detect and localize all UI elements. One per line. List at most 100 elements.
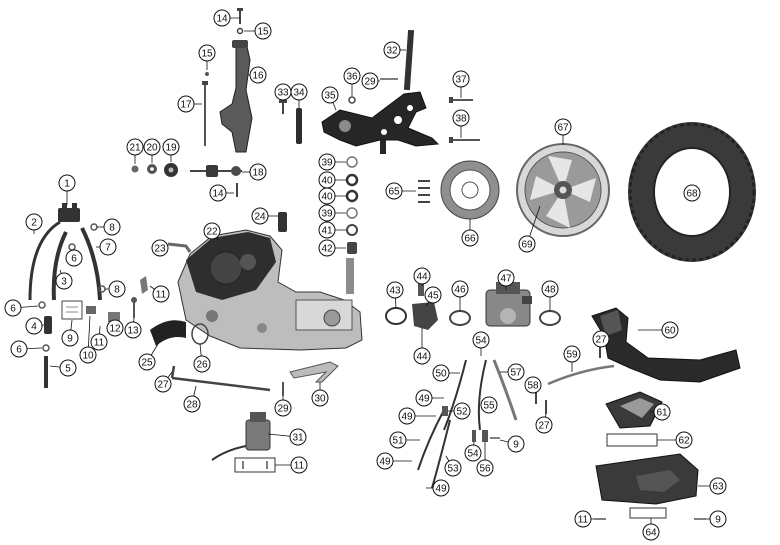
callout-44: 44	[413, 267, 431, 286]
callout-number: 40	[321, 192, 333, 203]
callout-11: 11	[275, 456, 308, 474]
bush-19-hole	[168, 167, 174, 173]
callout-53: 53	[444, 455, 462, 477]
callout-number: 11	[156, 290, 167, 301]
callout-number: 23	[154, 244, 166, 255]
callout-circle	[476, 459, 494, 477]
callout-circle	[592, 330, 610, 348]
callout-23: 23	[151, 239, 169, 257]
gasket-43	[385, 307, 407, 325]
callout-number: 46	[454, 285, 466, 296]
bolt-33	[279, 100, 287, 114]
callout-circle	[152, 285, 170, 303]
callout-circle	[413, 267, 431, 285]
callout-circle	[249, 66, 267, 84]
rear-fork-bracket	[321, 91, 440, 147]
callout-circle	[563, 345, 581, 363]
cable-28	[171, 376, 271, 392]
callout-49: 49	[426, 479, 450, 497]
valve-4	[44, 316, 52, 334]
fitting-56	[482, 430, 488, 442]
callout-35: 35	[321, 86, 339, 111]
callout-47: 47	[497, 269, 515, 290]
callout-number: 8	[109, 223, 115, 234]
callout-10: 10	[79, 315, 97, 364]
callout-36: 36	[343, 67, 361, 96]
callout-circle	[383, 41, 401, 59]
callout-41: 41	[318, 221, 346, 239]
callout-11: 11	[149, 285, 170, 303]
callout-69: 69	[518, 205, 541, 253]
callout-circle	[361, 72, 379, 90]
callout-26: 26	[193, 343, 211, 373]
callout-13: 13	[124, 317, 142, 339]
connector-12	[108, 312, 120, 322]
callout-number: 13	[127, 326, 139, 337]
callout-circle	[311, 389, 329, 407]
callout-8: 8	[97, 218, 121, 236]
callout-number: 8	[114, 285, 120, 296]
callout-62: 62	[657, 431, 693, 449]
callout-circle	[452, 109, 470, 127]
bracket-32	[403, 29, 415, 91]
washer-21	[131, 165, 139, 173]
callout-42: 42	[318, 239, 346, 257]
cable-55	[477, 359, 487, 431]
callout-number: 54	[475, 336, 487, 347]
bracket-11	[140, 276, 148, 294]
fork-bracket-hole-4	[407, 105, 413, 111]
callout-63: 63	[698, 477, 727, 495]
callout-circle	[203, 222, 221, 240]
callout-number: 12	[109, 324, 121, 335]
callout-3: 3	[55, 269, 73, 290]
callout-circle	[138, 353, 156, 371]
callout-54: 54	[464, 441, 482, 462]
callout-64: 64	[642, 518, 660, 541]
callout-circle	[90, 333, 108, 351]
callout-number: 44	[416, 352, 428, 363]
callout-number: 34	[293, 88, 305, 99]
air-filter-duct-60	[591, 307, 741, 383]
callout-25: 25	[138, 343, 159, 371]
callout-11: 11	[574, 510, 594, 528]
bolt-14-top	[237, 8, 243, 24]
callout-circle	[251, 207, 269, 225]
callout-number: 2	[31, 218, 37, 229]
fork-bracket-hole-2	[394, 116, 402, 124]
callout-circle	[58, 174, 76, 192]
cable-50	[443, 359, 467, 431]
disc-screws-65	[418, 180, 430, 203]
callout-number: 35	[324, 91, 336, 102]
hanger-bracket-top	[232, 40, 248, 48]
callout-16: 16	[248, 66, 267, 84]
callout-circle	[464, 444, 482, 462]
bolt-set-box-62	[606, 433, 658, 447]
callout-14: 14	[209, 184, 234, 202]
callout-circle	[661, 321, 679, 339]
callout-9: 9	[61, 319, 79, 347]
pivot-bolt-18	[190, 165, 242, 177]
callout-circle	[424, 286, 442, 304]
callout-46: 46	[451, 280, 469, 311]
callout-circle	[290, 83, 308, 101]
pipe-23	[167, 242, 192, 253]
callout-52: 52	[448, 402, 471, 420]
callout-32: 32	[383, 41, 406, 59]
callout-number: 37	[455, 75, 467, 86]
callout-number: 54	[467, 449, 479, 460]
callout-circle	[385, 182, 403, 200]
callout-number: 48	[544, 285, 556, 296]
cable-51	[417, 409, 445, 471]
callout-circle	[507, 363, 525, 381]
callout-number: 19	[165, 143, 177, 154]
callout-circle	[4, 299, 22, 317]
callout-4: 4	[25, 317, 45, 335]
callout-44: 44	[413, 328, 431, 365]
cable-53	[431, 419, 451, 489]
long-bolt-17	[202, 81, 208, 146]
callout-8: 8	[105, 280, 126, 298]
callout-number: 39	[321, 209, 333, 220]
callout-number: 67	[557, 123, 569, 134]
pin-34	[296, 108, 302, 144]
